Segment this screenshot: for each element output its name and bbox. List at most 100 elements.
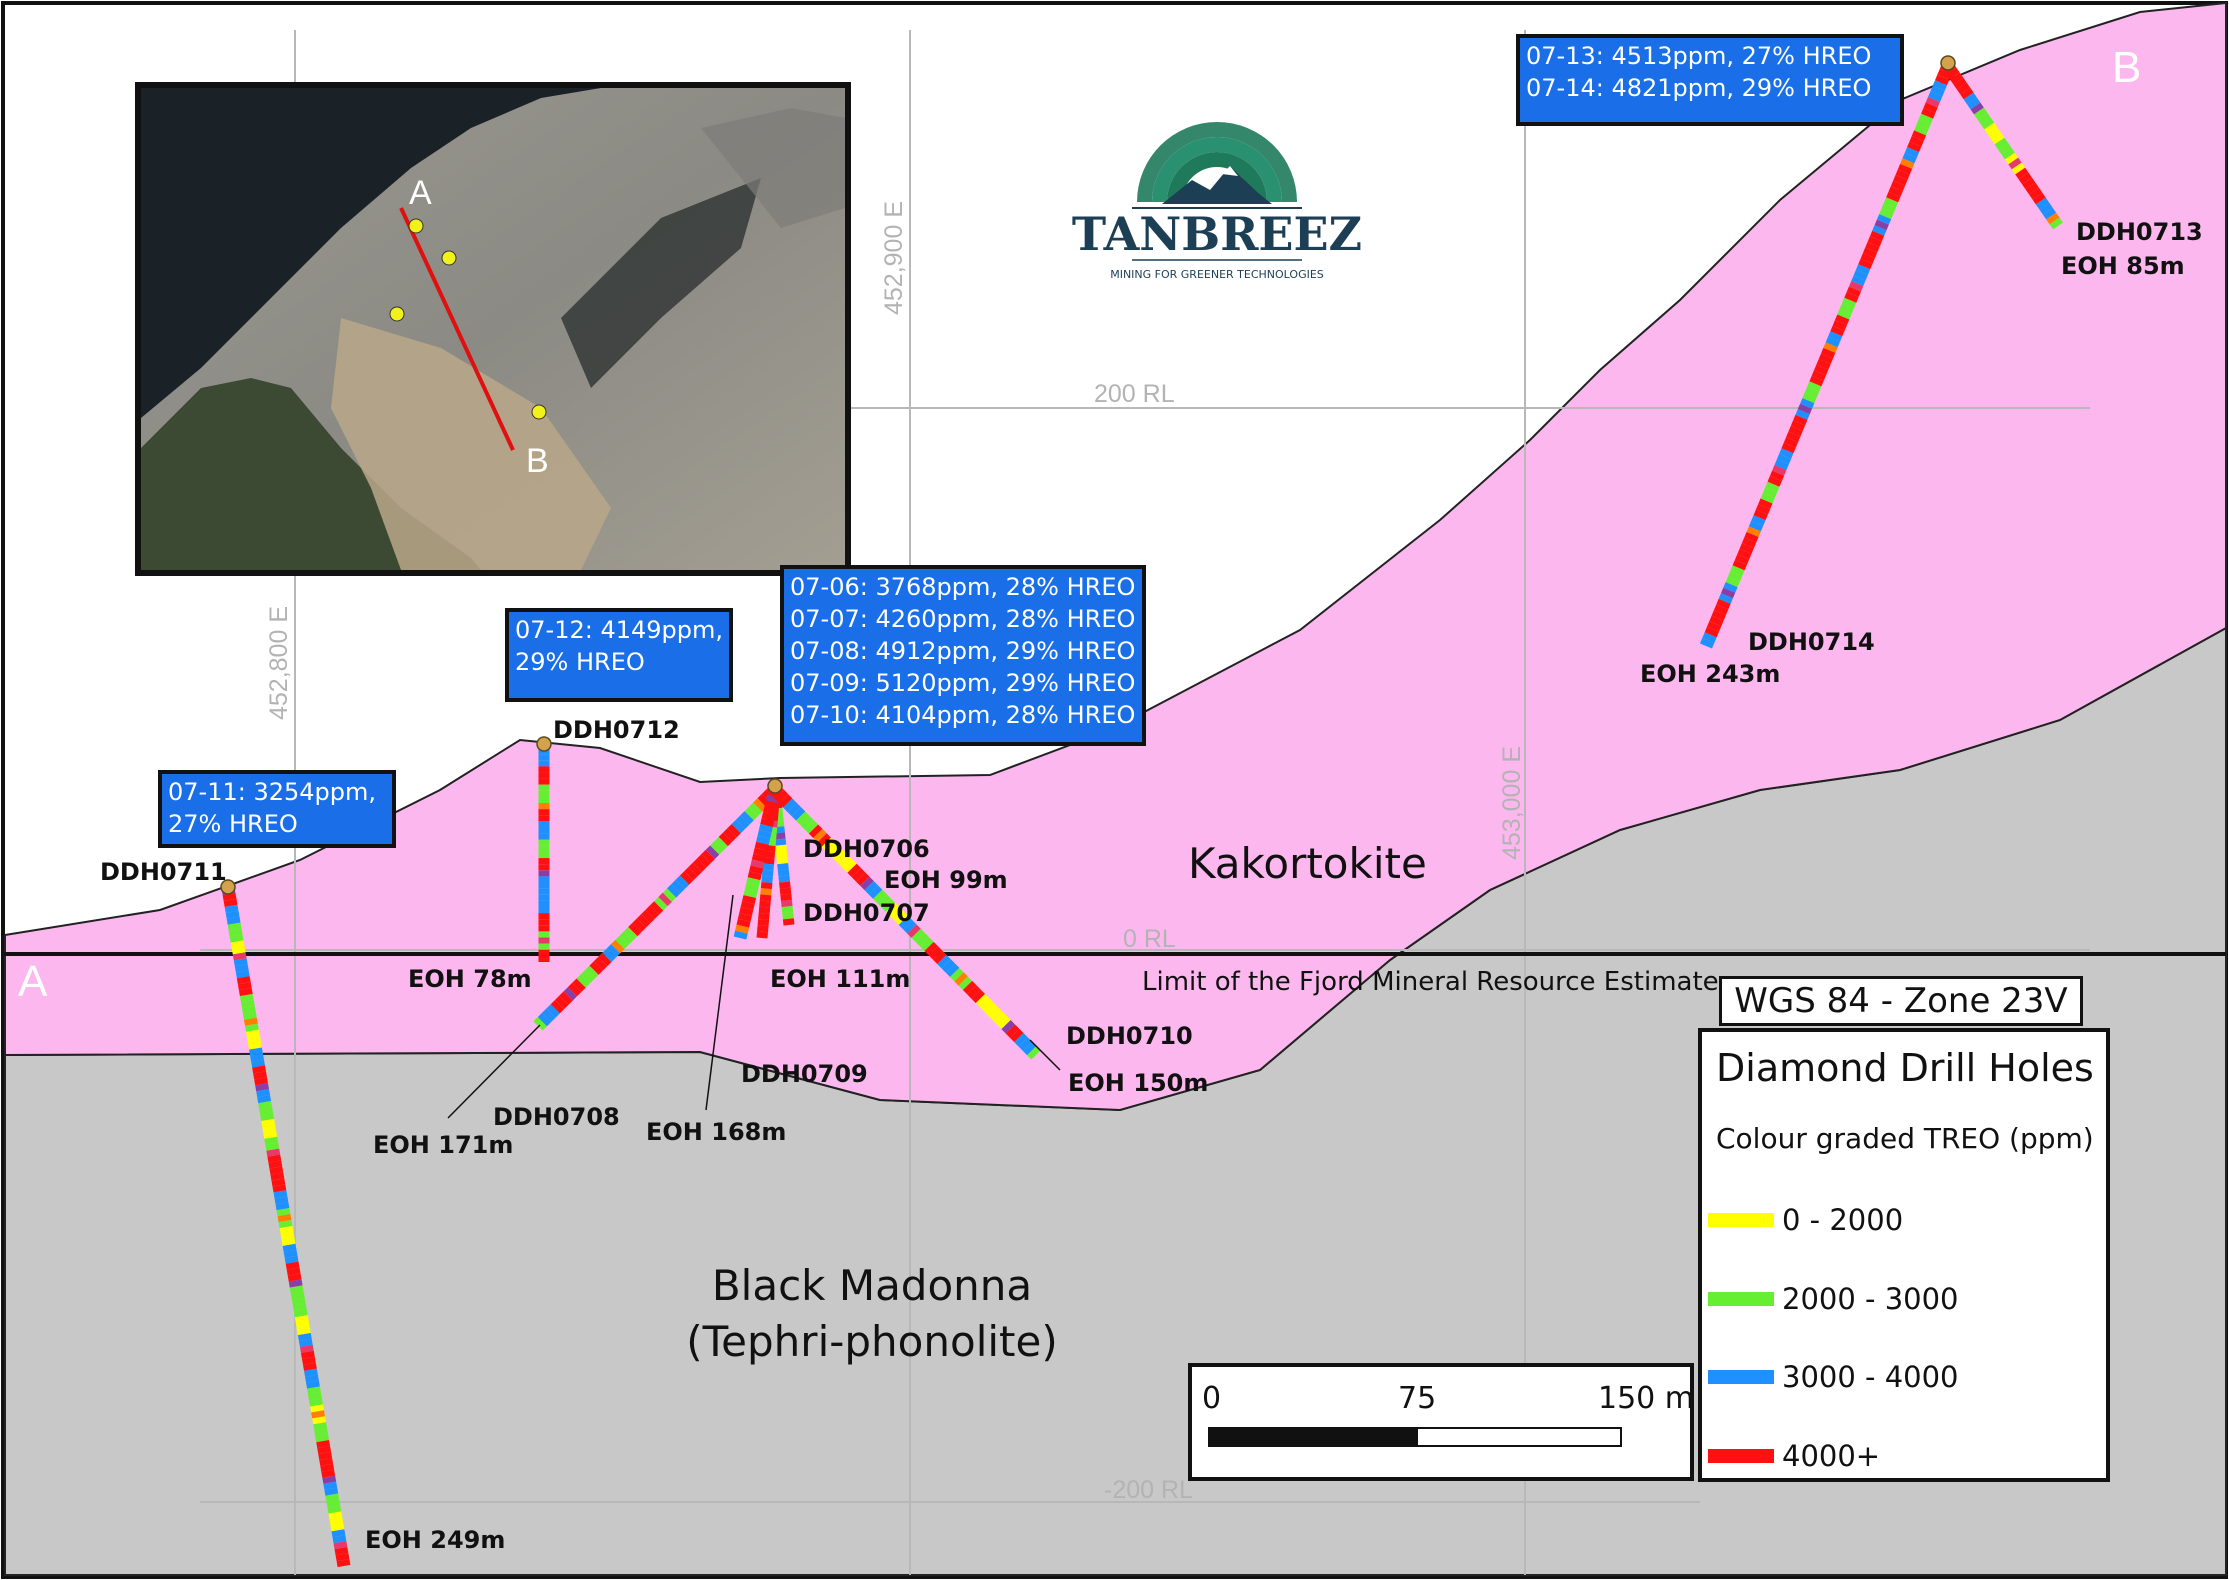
drill-trace-segment: [744, 883, 759, 893]
drill-trace-segment: [576, 974, 590, 988]
drill-trace-segment: [276, 1208, 291, 1217]
drill-trace-segment: [279, 1225, 294, 1235]
drill-trace-ddh0706: [769, 789, 795, 926]
drill-trace-segment: [2049, 217, 2063, 230]
drill-trace-segment: [782, 918, 795, 926]
drill-trace-segment: [1783, 437, 1799, 448]
kakortokite-label: Kakortokite: [1188, 839, 1427, 888]
drill-trace-segment: [266, 1148, 281, 1157]
drill-trace-segment: [813, 828, 827, 843]
drill-trace-segment: [250, 1053, 264, 1062]
hole-id-label: DDH0713: [2076, 218, 2203, 246]
drill-trace-segment: [701, 849, 715, 864]
drill-trace-segment: [632, 918, 647, 932]
drill-trace-segment: [1713, 604, 1729, 616]
drill-trace-segment: [598, 952, 612, 967]
legend-item: 3000 - 4000: [1708, 1359, 1959, 1395]
drill-trace-segment: [1994, 137, 2008, 150]
drill-trace-segment: [764, 845, 776, 853]
drill-trace-segment: [256, 1089, 271, 1098]
drill-trace-segment: [297, 1332, 312, 1342]
hole-id-label: DDH0706: [803, 835, 930, 863]
collar-ddh0712: [536, 736, 552, 752]
drill-trace-segment: [759, 894, 772, 902]
hole-id-label: DDH0709: [741, 1060, 868, 1088]
rl-label: 0 RL: [1123, 925, 1176, 953]
drill-trace-segment: [336, 1558, 351, 1568]
drill-trace-segment: [322, 1475, 337, 1484]
drill-trace-segment: [1837, 308, 1852, 320]
drill-trace-segment: [1800, 398, 1815, 409]
drill-trace-segment: [321, 1469, 336, 1478]
drill-trace-segment: [275, 1202, 290, 1211]
drill-trace-segment: [320, 1463, 335, 1472]
drill-trace-segment: [2018, 172, 2033, 185]
drill-trace-segment: [666, 884, 681, 898]
drill-trace-segment: [235, 970, 250, 979]
drill-trace-segment: [315, 1434, 330, 1443]
drill-trace-segment: [705, 845, 720, 859]
drill-trace-segment: [1930, 85, 1945, 97]
drill-trace-segment: [1823, 342, 1838, 353]
drill-trace-segment: [1918, 113, 1934, 125]
drill-trace-segment: [742, 895, 757, 904]
drill-trace-segment: [825, 841, 840, 856]
hole-id-label: DDH0714: [1748, 628, 1875, 656]
drill-trace-segment: [2032, 192, 2046, 205]
drill-trace-segment: [1793, 414, 1808, 426]
drill-trace-segment: [268, 1160, 283, 1169]
drill-trace-segment: [316, 1440, 331, 1449]
drill-trace-segment: [753, 847, 768, 857]
drill-trace-segment: [1977, 112, 1991, 125]
drill-trace-segment: [1711, 610, 1726, 621]
drill-trace-segment: [775, 850, 788, 859]
drill-trace-segment: [736, 918, 751, 928]
drill-trace-segment: [756, 835, 771, 845]
drill-trace-segment: [692, 858, 707, 872]
drill-trace-segment: [1935, 74, 1950, 86]
drill-trace-segment: [1734, 554, 1750, 565]
eoh-label: EOH 168m: [646, 1118, 786, 1146]
drill-trace-segment: [641, 909, 655, 924]
drill-trace-segment: [971, 989, 986, 1004]
drill-trace-segment: [743, 889, 758, 899]
drill-trace-segment: [585, 965, 599, 980]
drill-trace-segment: [710, 841, 724, 855]
drill-trace-segment: [1706, 621, 1722, 632]
drill-trace-segment: [259, 1106, 274, 1116]
drill-trace-segment: [1807, 381, 1822, 392]
drill-trace-segment: [740, 811, 754, 825]
drill-trace-segment: [781, 906, 794, 914]
drill-trace-segment: [1797, 403, 1813, 415]
eoh-label: EOH 78m: [408, 965, 532, 993]
drill-trace-segment: [1860, 253, 1875, 264]
black-madonna-label: Black Madonna: [712, 1261, 1032, 1310]
drill-trace-segment: [292, 1303, 307, 1312]
drill-trace-segment: [1767, 476, 1782, 487]
drill-trace-segment: [1921, 108, 1936, 119]
inset-image: A B: [141, 88, 845, 570]
drill-trace-segment: [228, 928, 243, 937]
drill-trace-segment: [1928, 91, 1943, 102]
drill-trace-segment: [723, 828, 737, 842]
drill-trace-segment: [306, 1380, 320, 1389]
drill-trace-ddh0714: [1700, 63, 1954, 649]
drill-trace-segment: [1876, 214, 1892, 225]
drill-trace-segment: [333, 1541, 348, 1550]
rl-label: 200 RL: [1094, 380, 1175, 408]
drill-trace-segment: [2025, 182, 2039, 195]
drill-trace-segment: [735, 815, 750, 829]
scale-bar-white: [1416, 1427, 1622, 1447]
drill-trace-segment: [1911, 130, 1927, 142]
drill-trace-segment: [1897, 163, 1913, 175]
drill-trace-segment: [317, 1445, 332, 1455]
drill-trace-segment: [332, 1535, 347, 1544]
eoh-label: EOH 85m: [2061, 252, 2185, 280]
drill-trace-segment: [273, 1190, 288, 1199]
drill-trace-segment: [763, 851, 776, 859]
easting-label: 452,900 E: [880, 201, 908, 315]
drill-trace-segment: [1748, 520, 1764, 532]
drill-trace-segment: [2022, 177, 2036, 190]
drill-trace-segment: [1702, 632, 1717, 643]
crs-label: WGS 84 - Zone 23V: [1719, 976, 2083, 1026]
